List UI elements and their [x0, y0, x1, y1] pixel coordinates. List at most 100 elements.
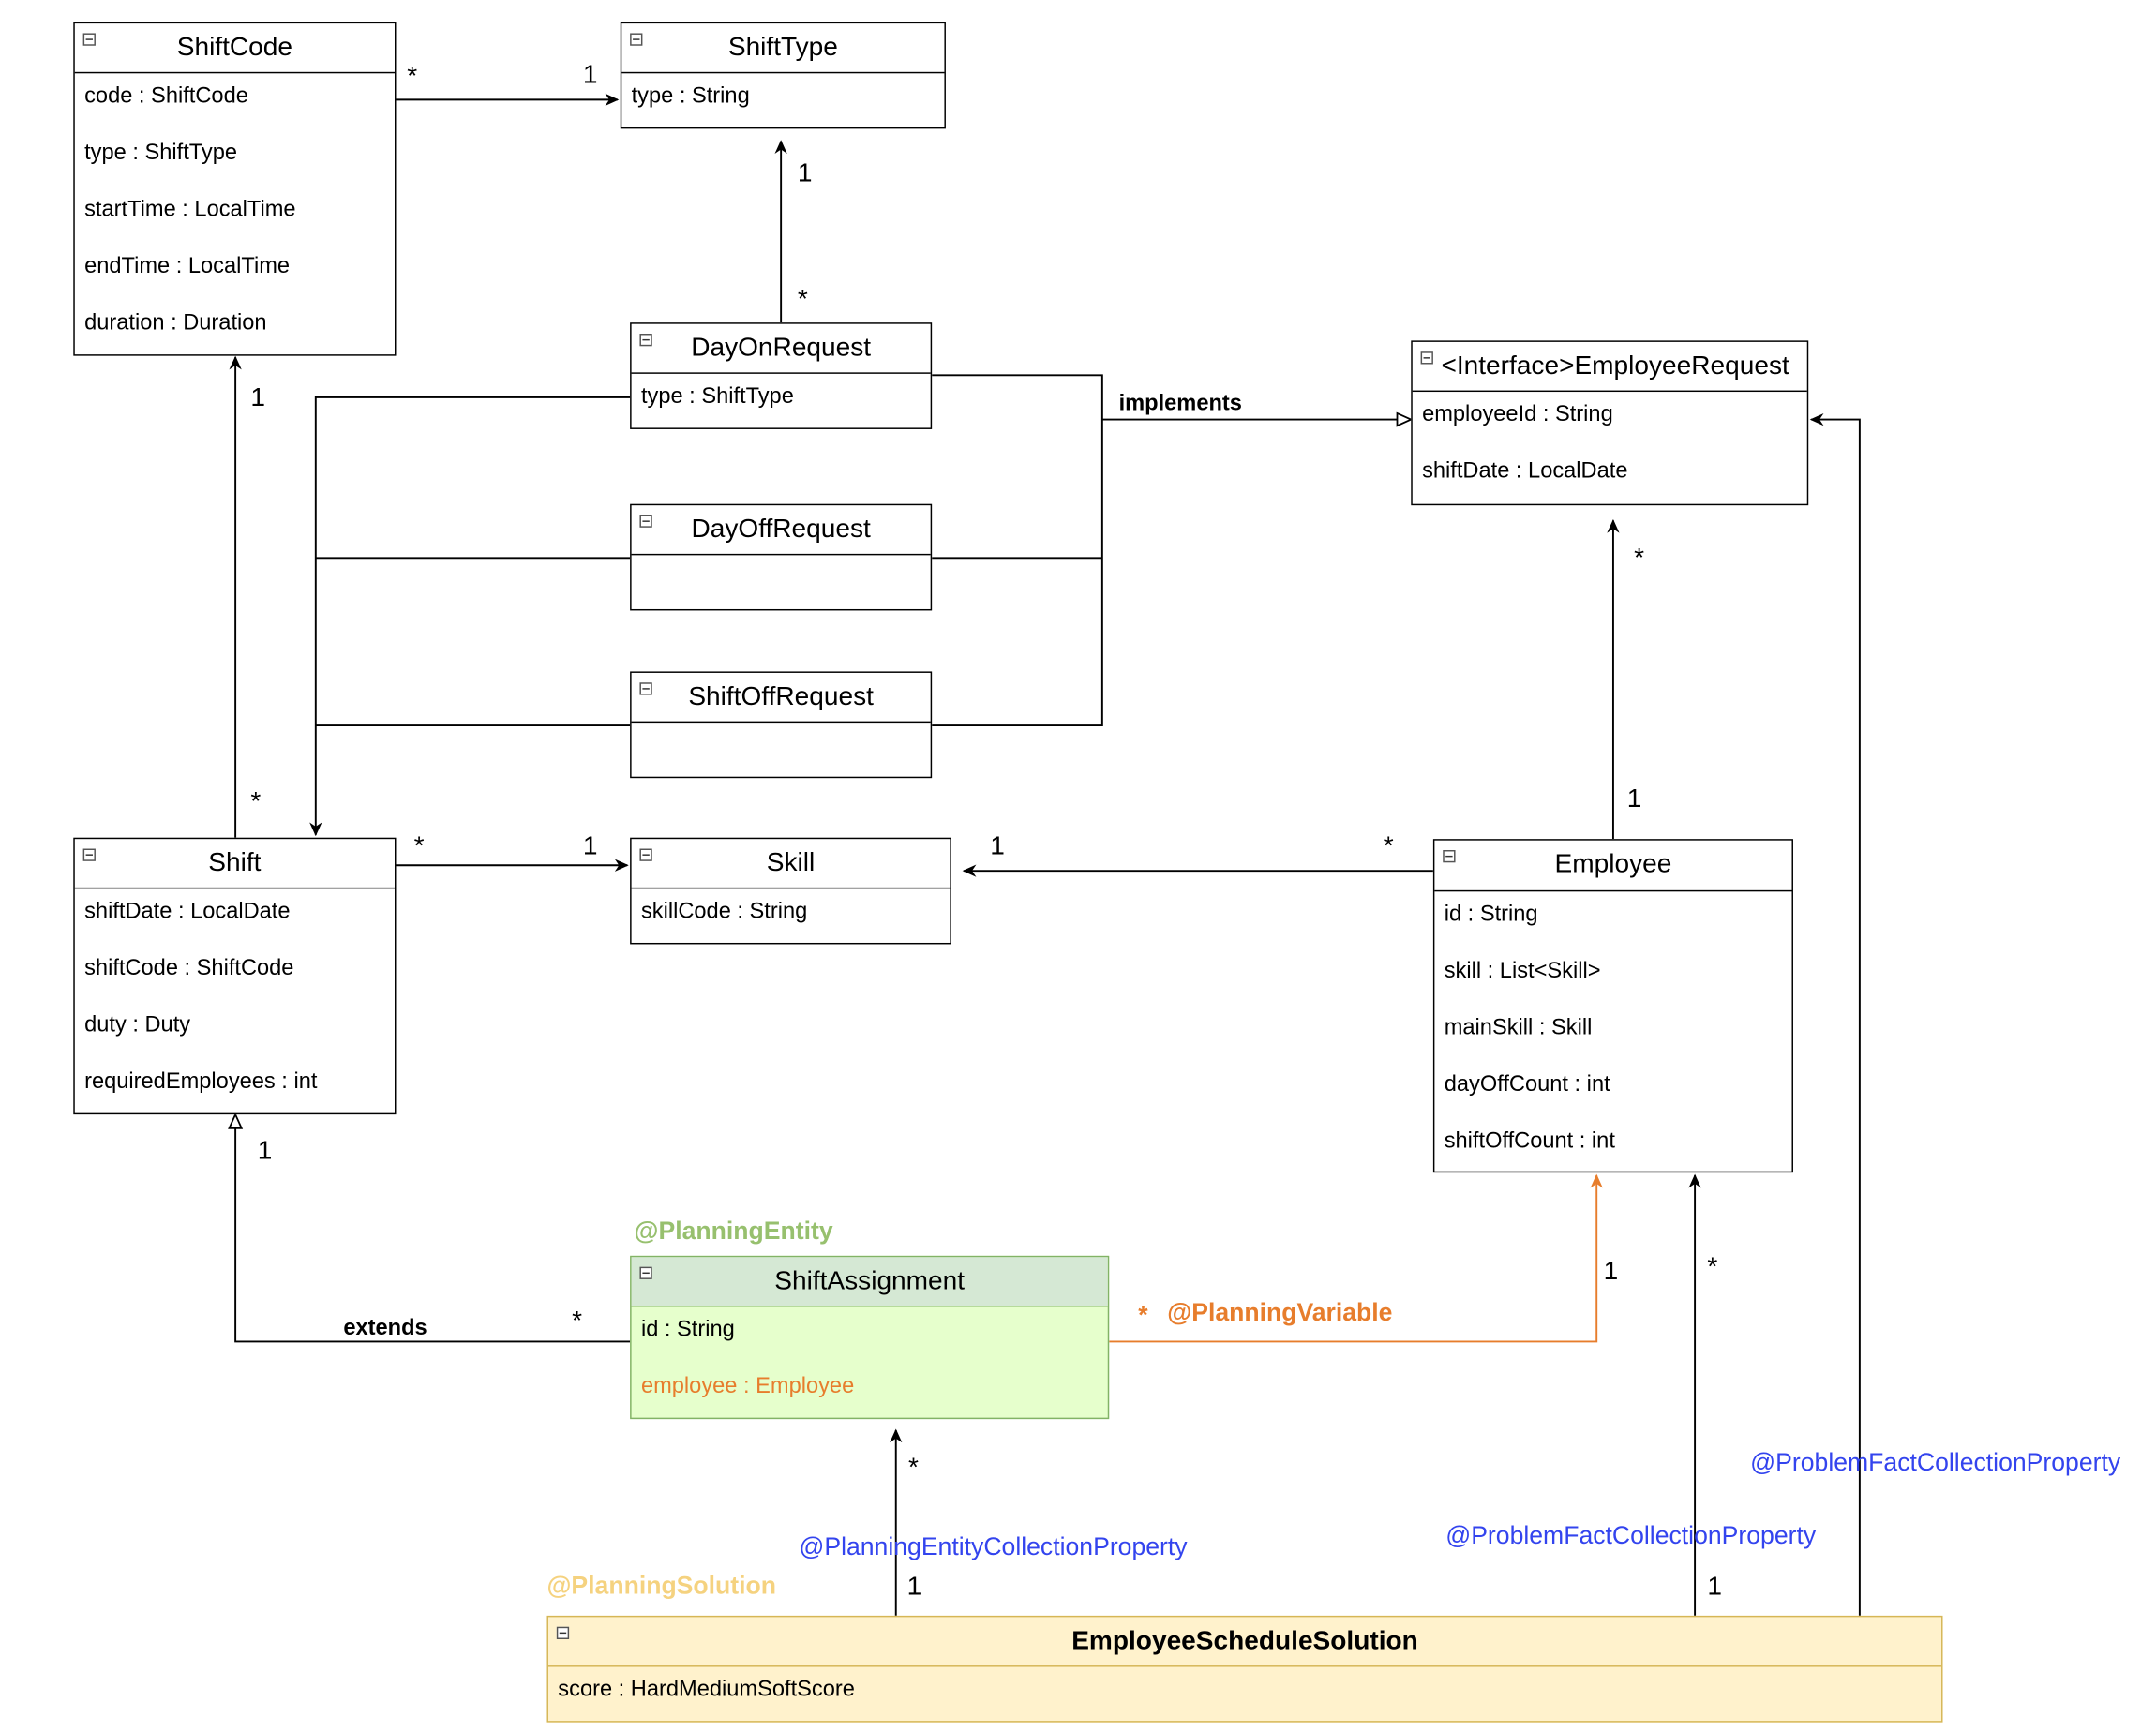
attribute: type : ShiftType	[640, 384, 794, 409]
collapse-icon[interactable]	[556, 1626, 570, 1640]
multiplicity-label: *	[572, 1306, 583, 1336]
class-shifttype[interactable]: ShiftType type : String	[620, 22, 946, 129]
collapse-icon[interactable]	[1443, 850, 1456, 863]
class-header: Skill	[631, 839, 951, 889]
attribute-planning-variable: employee : Employee	[640, 1374, 855, 1398]
class-name: Employee	[1554, 850, 1672, 880]
class-header: <Interface>EmployeeRequest	[1412, 342, 1807, 393]
collapse-icon[interactable]	[639, 1266, 652, 1279]
collapse-icon[interactable]	[639, 334, 652, 347]
attribute: dayOffCount : int	[1444, 1072, 1610, 1097]
attribute: type : ShiftType	[84, 141, 238, 165]
attribute: shiftDate : LocalDate	[84, 900, 291, 924]
multiplicity-label: 1	[1707, 1573, 1723, 1603]
multiplicity-label: 1	[906, 1573, 922, 1603]
planning-variable-annotation: @PlanningVariable	[1167, 1298, 1393, 1327]
class-name: Skill	[766, 847, 816, 877]
class-employeerequest[interactable]: <Interface>EmployeeRequest employeeId : …	[1411, 340, 1809, 506]
attribute: skill : List<Skill>	[1444, 959, 1601, 983]
class-name: ShiftType	[727, 32, 838, 62]
class-header: ShiftType	[621, 23, 945, 74]
class-header: EmployeeScheduleSolution	[547, 1617, 1942, 1667]
multiplicity-label: *	[908, 1454, 919, 1484]
class-header: DayOnRequest	[631, 324, 931, 374]
multiplicity-label: 1	[582, 60, 598, 91]
class-header: Shift	[74, 839, 396, 889]
class-name: ShiftOffRequest	[688, 681, 874, 711]
class-shiftoffrequest[interactable]: ShiftOffRequest	[630, 671, 933, 779]
class-dayoffrequest[interactable]: DayOffRequest	[630, 503, 933, 611]
multiplicity-label: *	[407, 62, 418, 92]
class-solution[interactable]: EmployeeScheduleSolution score : HardMed…	[546, 1615, 1943, 1723]
class-name: ShiftCode	[176, 32, 293, 62]
class-shiftcode[interactable]: ShiftCode code : ShiftCode type : ShiftT…	[73, 22, 397, 356]
multiplicity-label: *	[797, 285, 808, 315]
multiplicity-label: *	[250, 787, 262, 817]
multiplicity-label: *	[1383, 831, 1394, 861]
multiplicity-label: 1	[1603, 1257, 1619, 1287]
class-header: Employee	[1434, 841, 1792, 892]
multiplicity-label: 1	[1626, 784, 1642, 814]
implements-dayonrequest	[932, 374, 1103, 727]
planning-variable-edge	[1109, 1173, 1603, 1343]
multiplicity-label: *	[1707, 1252, 1718, 1282]
attribute: shiftDate : LocalDate	[1422, 459, 1628, 484]
attribute: startTime : LocalTime	[84, 198, 296, 222]
class-shiftassignment[interactable]: ShiftAssignment id : String employee : E…	[630, 1255, 1110, 1420]
attribute: skillCode : String	[640, 900, 808, 924]
attribute: id : String	[640, 1318, 735, 1342]
attribute: code : ShiftCode	[84, 84, 248, 109]
attribute: duration : Duration	[84, 311, 267, 336]
entity-collection-property-annotation: @PlanningEntityCollectionProperty	[799, 1532, 1188, 1560]
class-shift[interactable]: Shift shiftDate : LocalDate shiftCode : …	[73, 837, 397, 1115]
collapse-icon[interactable]	[639, 848, 652, 861]
class-dayonrequest[interactable]: DayOnRequest type : ShiftType	[630, 322, 933, 429]
attribute: id : String	[1444, 903, 1538, 927]
assoc-solution-employeerequest	[1809, 412, 1861, 1616]
assoc-requests-shift	[309, 396, 631, 837]
class-employee[interactable]: Employee id : String skill : List<Skill>…	[1432, 839, 1793, 1173]
collapse-icon[interactable]	[82, 33, 96, 46]
class-name: DayOffRequest	[691, 514, 871, 544]
extends-label: extends	[343, 1316, 427, 1340]
collapse-icon[interactable]	[1420, 351, 1433, 365]
fact-collection-property-annotation: @ProblemFactCollectionProperty	[1445, 1521, 1817, 1549]
fact-collection-property-annotation: @ProblemFactCollectionProperty	[1750, 1448, 2121, 1476]
attribute: mainSkill : Skill	[1444, 1016, 1593, 1040]
attribute: score : HardMediumSoftScore	[558, 1678, 855, 1702]
attribute: shiftCode : ShiftCode	[84, 956, 294, 980]
attribute: requiredEmployees : int	[84, 1069, 318, 1094]
multiplicity-label: *	[413, 831, 425, 861]
multiplicity-label: 1	[250, 383, 265, 413]
class-name: EmployeeScheduleSolution	[1071, 1625, 1418, 1655]
collapse-icon[interactable]	[82, 848, 96, 861]
attribute: shiftOffCount : int	[1444, 1129, 1615, 1154]
multiplicity-label: 1	[257, 1136, 273, 1166]
multiplicity-label: 1	[797, 158, 813, 188]
attribute: endTime : LocalTime	[84, 254, 291, 278]
extends-edge	[235, 1114, 631, 1343]
class-name: <Interface>EmployeeRequest	[1441, 351, 1789, 381]
planning-entity-annotation: @PlanningEntity	[634, 1217, 833, 1246]
class-header: ShiftCode	[74, 23, 396, 74]
multiplicity-label: *	[1634, 544, 1645, 574]
class-name: ShiftAssignment	[774, 1265, 966, 1295]
collapse-icon[interactable]	[630, 33, 643, 46]
multiplicity-label: 1	[990, 831, 1005, 861]
class-header: ShiftAssignment	[631, 1257, 1108, 1307]
class-header: DayOffRequest	[631, 505, 931, 556]
class-header: ShiftOffRequest	[631, 673, 931, 724]
planning-variable-multiplicity: *	[1138, 1301, 1148, 1330]
class-skill[interactable]: Skill skillCode : String	[630, 837, 951, 945]
attribute: duty : Duty	[84, 1013, 191, 1038]
implements-label: implements	[1118, 392, 1242, 416]
planning-solution-annotation: @PlanningSolution	[546, 1571, 777, 1600]
attribute: type : String	[631, 84, 750, 109]
multiplicity-label: 1	[582, 831, 598, 861]
class-name: Shift	[208, 847, 262, 877]
attribute: employeeId : String	[1422, 402, 1613, 426]
collapse-icon[interactable]	[639, 682, 652, 695]
collapse-icon[interactable]	[639, 515, 652, 528]
